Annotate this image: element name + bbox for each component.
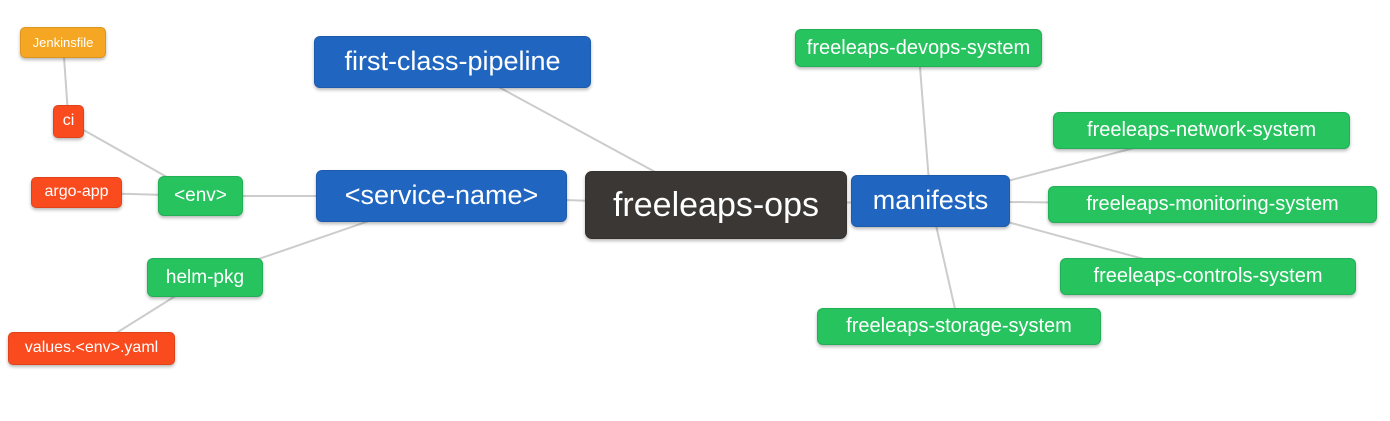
node-jenkinsfile[interactable]: Jenkinsfile [20, 27, 106, 58]
node-label: Jenkinsfile [32, 34, 94, 50]
node-first-class-pipeline[interactable]: first-class-pipeline [314, 36, 591, 88]
node-manifests[interactable]: manifests [851, 175, 1010, 227]
node-label: helm-pkg [165, 266, 245, 288]
node-label: manifests [872, 185, 989, 215]
node-env[interactable]: <env> [158, 176, 243, 216]
node-helm-pkg[interactable]: helm-pkg [147, 258, 263, 297]
node-label: freeleaps-ops [612, 185, 819, 224]
node-freeleaps-network-system[interactable]: freeleaps-network-system [1053, 112, 1350, 149]
node-label: freeleaps-network-system [1087, 119, 1316, 141]
node-label: <service-name> [344, 180, 539, 210]
node-label: first-class-pipeline [344, 46, 561, 76]
node-service-name[interactable]: <service-name> [316, 170, 567, 222]
node-argo-app[interactable]: argo-app [31, 177, 122, 208]
node-label: freeleaps-monitoring-system [1086, 193, 1339, 215]
node-freeleaps-monitoring-system[interactable]: freeleaps-monitoring-system [1048, 186, 1377, 223]
node-values-env-yaml[interactable]: values.<env>.yaml [8, 332, 175, 365]
node-freeleaps-devops-system[interactable]: freeleaps-devops-system [795, 29, 1042, 67]
node-ci[interactable]: ci [53, 105, 84, 138]
node-label: argo-app [44, 183, 109, 200]
node-freeleaps-controls-system[interactable]: freeleaps-controls-system [1060, 258, 1356, 295]
node-freeleaps-ops[interactable]: freeleaps-ops [585, 171, 847, 239]
node-label: <env> [174, 185, 227, 206]
node-label: ci [62, 112, 75, 129]
node-label: freeleaps-controls-system [1093, 265, 1323, 287]
node-label: freeleaps-devops-system [806, 36, 1031, 59]
node-label: values.<env>.yaml [24, 339, 159, 356]
node-label: freeleaps-storage-system [846, 315, 1072, 337]
node-freeleaps-storage-system[interactable]: freeleaps-storage-system [817, 308, 1101, 345]
